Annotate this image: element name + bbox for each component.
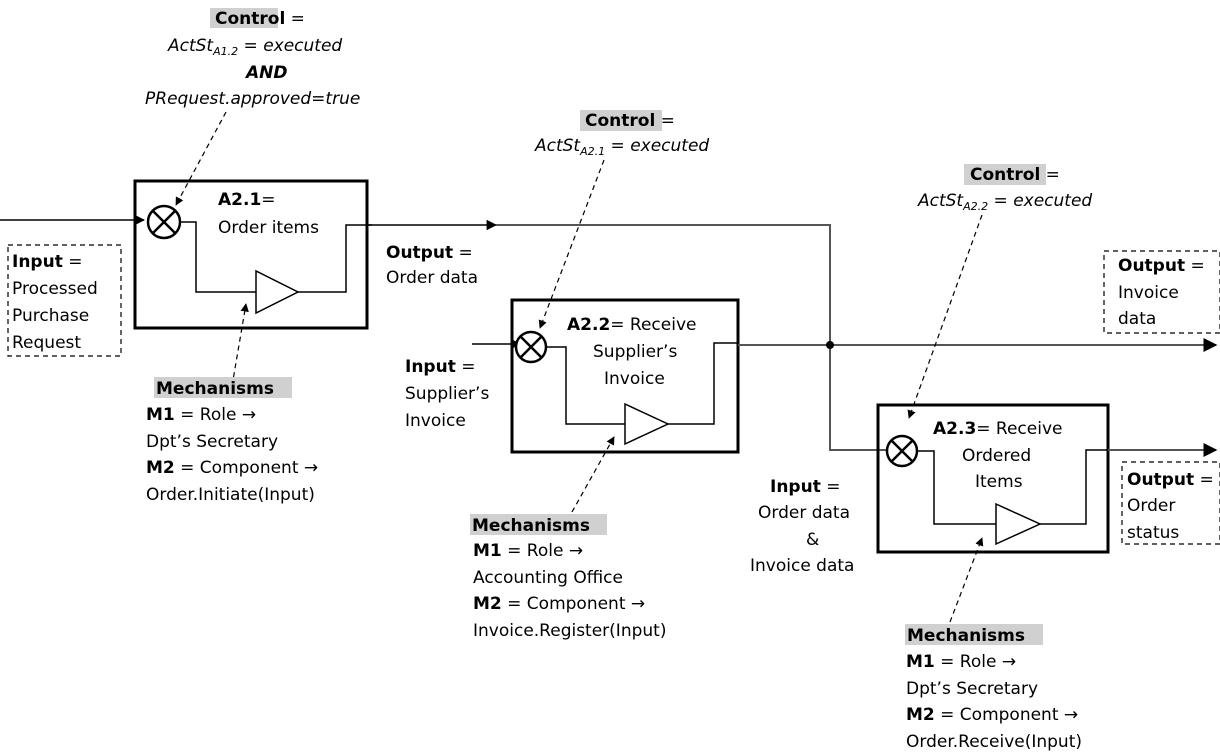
a22-mech-heading: Mechanisms (472, 516, 590, 536)
a21-control-and: AND (244, 63, 288, 83)
a21-input-value-1: Processed (12, 279, 98, 299)
a23-m1-value: Dpt’s Secretary (906, 679, 1038, 699)
a22-control-highlight (580, 110, 662, 131)
a23-output-box (1121, 461, 1220, 545)
a22-mechanism-arrow (571, 436, 615, 513)
a21-title: A2.1= (218, 190, 276, 210)
a21-mech-highlight (154, 377, 292, 398)
a23-gate-icon (885, 434, 919, 468)
a21-name: Order items (218, 218, 319, 238)
a21-control-highlight (210, 8, 278, 28)
a23-inner-line (917, 450, 996, 525)
a22-m1-value: Accounting Office (473, 568, 623, 588)
a22-output-value-1: Invoice (1118, 283, 1179, 303)
a23-mechanism-arrow (949, 537, 984, 623)
junction-dot (826, 341, 834, 349)
a21-m1-value: Dpt’s Secretary (146, 432, 278, 452)
a23-m2-value: Order.Receive(Input) (906, 732, 1082, 752)
a21-m2-value: Order.Initiate(Input) (146, 485, 315, 505)
a22-m1: M1 = Role → (473, 541, 583, 561)
order-data-route (496, 224, 886, 451)
a21-activity-box (133, 179, 369, 330)
a23-name-1: Ordered (962, 446, 1031, 466)
a22-name-2: Invoice (604, 369, 665, 389)
a21-input-value-2: Purchase (12, 306, 89, 326)
a22-inner-out (668, 342, 738, 425)
a23-input-value-3: Invoice data (750, 556, 854, 576)
a21-input-box (7, 244, 122, 357)
a22-gate-icon (514, 330, 548, 364)
a23-mech-heading: Mechanisms (907, 626, 1025, 646)
a23-activity-box (876, 403, 1110, 554)
a22-component-icon (624, 402, 670, 446)
a21-output-value: Order data (386, 268, 478, 288)
a22-mech-highlight (470, 514, 607, 535)
a22-name-1: Supplier’s (593, 342, 677, 362)
a21-output-heading: Output = (386, 243, 473, 263)
a22-output-box (1103, 250, 1220, 334)
a21-mechanism-arrow (231, 303, 249, 387)
a21-control-heading: Control = (215, 9, 305, 29)
a23-output-heading: Output = (1127, 470, 1214, 490)
a23-control-highlight (964, 164, 1046, 185)
a23-input-heading: Input = (770, 477, 840, 497)
a22-input-value-1: Supplier’s (405, 384, 489, 404)
a21-input-value-3: Request (12, 333, 81, 353)
a22-input-value-2: Invoice (405, 411, 466, 431)
a21-m2: M2 = Component → (146, 458, 318, 478)
a21-mech-heading: Mechanisms (156, 379, 274, 399)
a23-input-value-1: Order data (758, 503, 850, 523)
a23-output-value-2: status (1127, 523, 1179, 543)
a23-name-2: Items (975, 472, 1023, 492)
a23-m1: M1 = Role → (906, 652, 1016, 672)
a22-m2: M2 = Component → (473, 594, 645, 614)
a21-gate-icon (146, 204, 182, 240)
a23-m2: M2 = Component → (906, 705, 1078, 725)
a21-input-heading: Input = (12, 252, 82, 272)
a21-m1: M1 = Role → (146, 405, 256, 425)
a23-control-arrow (907, 214, 983, 419)
a23-mech-highlight (905, 624, 1043, 645)
a22-output-value-2: data (1118, 309, 1156, 329)
a22-control-cond: ActStA2.1 = executed (534, 136, 709, 158)
a22-input-heading: Input = (405, 357, 475, 377)
a23-title: A2.3= Receive (933, 419, 1063, 439)
a22-title: A2.2= Receive (567, 315, 697, 335)
a23-control-cond: ActStA2.2 = executed (917, 191, 1092, 213)
a23-component-icon (995, 502, 1042, 546)
a21-control-cond2: PRequest.approved=true (145, 89, 360, 109)
a22-inner-line (546, 346, 625, 425)
a23-input-value-2: & (806, 530, 819, 550)
a22-control-heading: Control = (585, 111, 675, 131)
a21-component-icon (255, 269, 300, 315)
a22-m2-value: Invoice.Register(Input) (473, 621, 666, 641)
a23-control-heading: Control = (970, 165, 1060, 185)
a21-inner-out (298, 224, 372, 293)
a22-control-arrow (538, 159, 605, 329)
a23-output-value-1: Order (1127, 496, 1175, 516)
a21-control-cond1: ActStA1.2 = executed (167, 36, 342, 58)
a23-inner-out (1040, 449, 1108, 525)
a22-output-heading: Output = (1118, 256, 1205, 276)
a21-inner-line (180, 221, 256, 293)
a22-activity-box (510, 298, 740, 454)
